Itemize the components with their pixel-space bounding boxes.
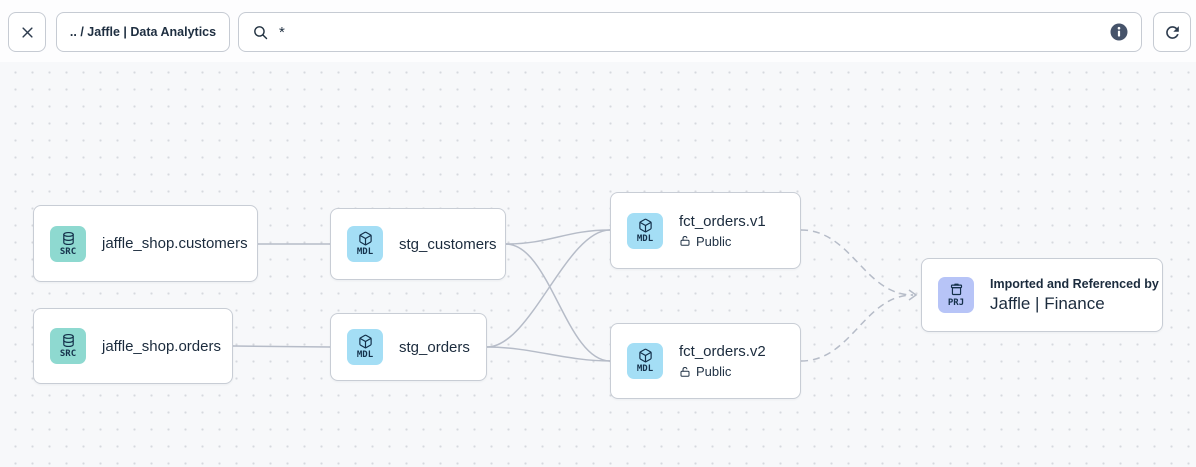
cube-icon	[638, 218, 652, 232]
badge-label: MDL	[636, 233, 654, 244]
node-title: Jaffle | Finance	[990, 293, 1105, 313]
node-jaffle-shop-orders[interactable]: SRC jaffle_shop.orders	[33, 308, 233, 384]
project-badge: PRJ	[938, 277, 974, 313]
model-badge: MDL	[347, 329, 383, 365]
info-icon[interactable]	[1110, 23, 1128, 41]
breadcrumb-label: .. / Jaffle | Data Analytics	[69, 25, 217, 39]
node-fct-orders-v1[interactable]: MDL fct_orders.v1 Public	[610, 192, 801, 269]
database-icon	[62, 231, 74, 245]
badge-label: SRC	[59, 349, 77, 359]
edge-stg_customers-v1	[505, 229, 611, 245]
badge-label: SRC	[59, 246, 77, 257]
edge-v1-project	[800, 229, 914, 296]
node-jaffle-shop-customers[interactable]: SRC jaffle_shop.customers	[33, 205, 258, 282]
badge-label: MDL	[356, 350, 374, 360]
cube-icon	[638, 348, 652, 363]
access-row: Public	[679, 234, 766, 249]
node-project-jaffle-finance[interactable]: PRJ Imported and Referenced by Jaffle | …	[921, 258, 1163, 332]
edge-arrowhead	[908, 289, 918, 301]
badge-label: MDL	[356, 247, 374, 257]
close-button[interactable]	[8, 12, 46, 52]
refresh-button[interactable]	[1153, 12, 1191, 52]
search-input[interactable]	[279, 23, 1100, 41]
node-stg-orders[interactable]: MDL stg_orders	[330, 313, 487, 381]
model-badge: MDL	[627, 212, 663, 249]
access-row: Public	[679, 364, 766, 379]
refresh-icon	[1165, 25, 1179, 39]
badge-label: MDL	[636, 364, 654, 374]
node-title: stg_customers	[399, 235, 497, 253]
edge-orders-stg_orders	[232, 345, 331, 348]
database-icon	[62, 333, 74, 348]
source-badge: SRC	[50, 328, 86, 364]
search-box	[238, 12, 1142, 52]
unlock-icon	[680, 235, 690, 246]
model-badge: MDL	[347, 226, 383, 262]
toolbar: .. / Jaffle | Data Analytics	[0, 0, 1196, 62]
archive-box-icon	[950, 283, 962, 296]
breadcrumb[interactable]: .. / Jaffle | Data Analytics	[56, 12, 230, 52]
search-icon	[254, 25, 268, 39]
edge-stg_customers-v2	[505, 243, 611, 362]
node-title: stg_orders	[399, 338, 470, 356]
access-label: Public	[696, 233, 732, 249]
cube-icon	[358, 334, 372, 349]
edge-v2-project	[800, 294, 914, 362]
node-fct-orders-v2[interactable]: MDL fct_orders.v2 Public	[610, 323, 801, 399]
node-note: Imported and Referenced by	[990, 276, 1159, 291]
close-icon	[21, 26, 33, 38]
node-title: fct_orders.v1	[679, 212, 766, 230]
model-badge: MDL	[627, 343, 663, 379]
node-title: jaffle_shop.customers	[102, 235, 248, 252]
node-title: jaffle_shop.orders	[102, 337, 221, 355]
node-title: fct_orders.v2	[679, 343, 766, 360]
source-badge: SRC	[50, 225, 86, 262]
unlock-icon	[680, 366, 690, 377]
access-label: Public	[696, 364, 732, 379]
node-stg-customers[interactable]: MDL stg_customers	[330, 208, 506, 280]
cube-icon	[358, 231, 372, 246]
badge-label: PRJ	[947, 298, 965, 308]
edge-stg_orders-v2	[486, 346, 611, 362]
